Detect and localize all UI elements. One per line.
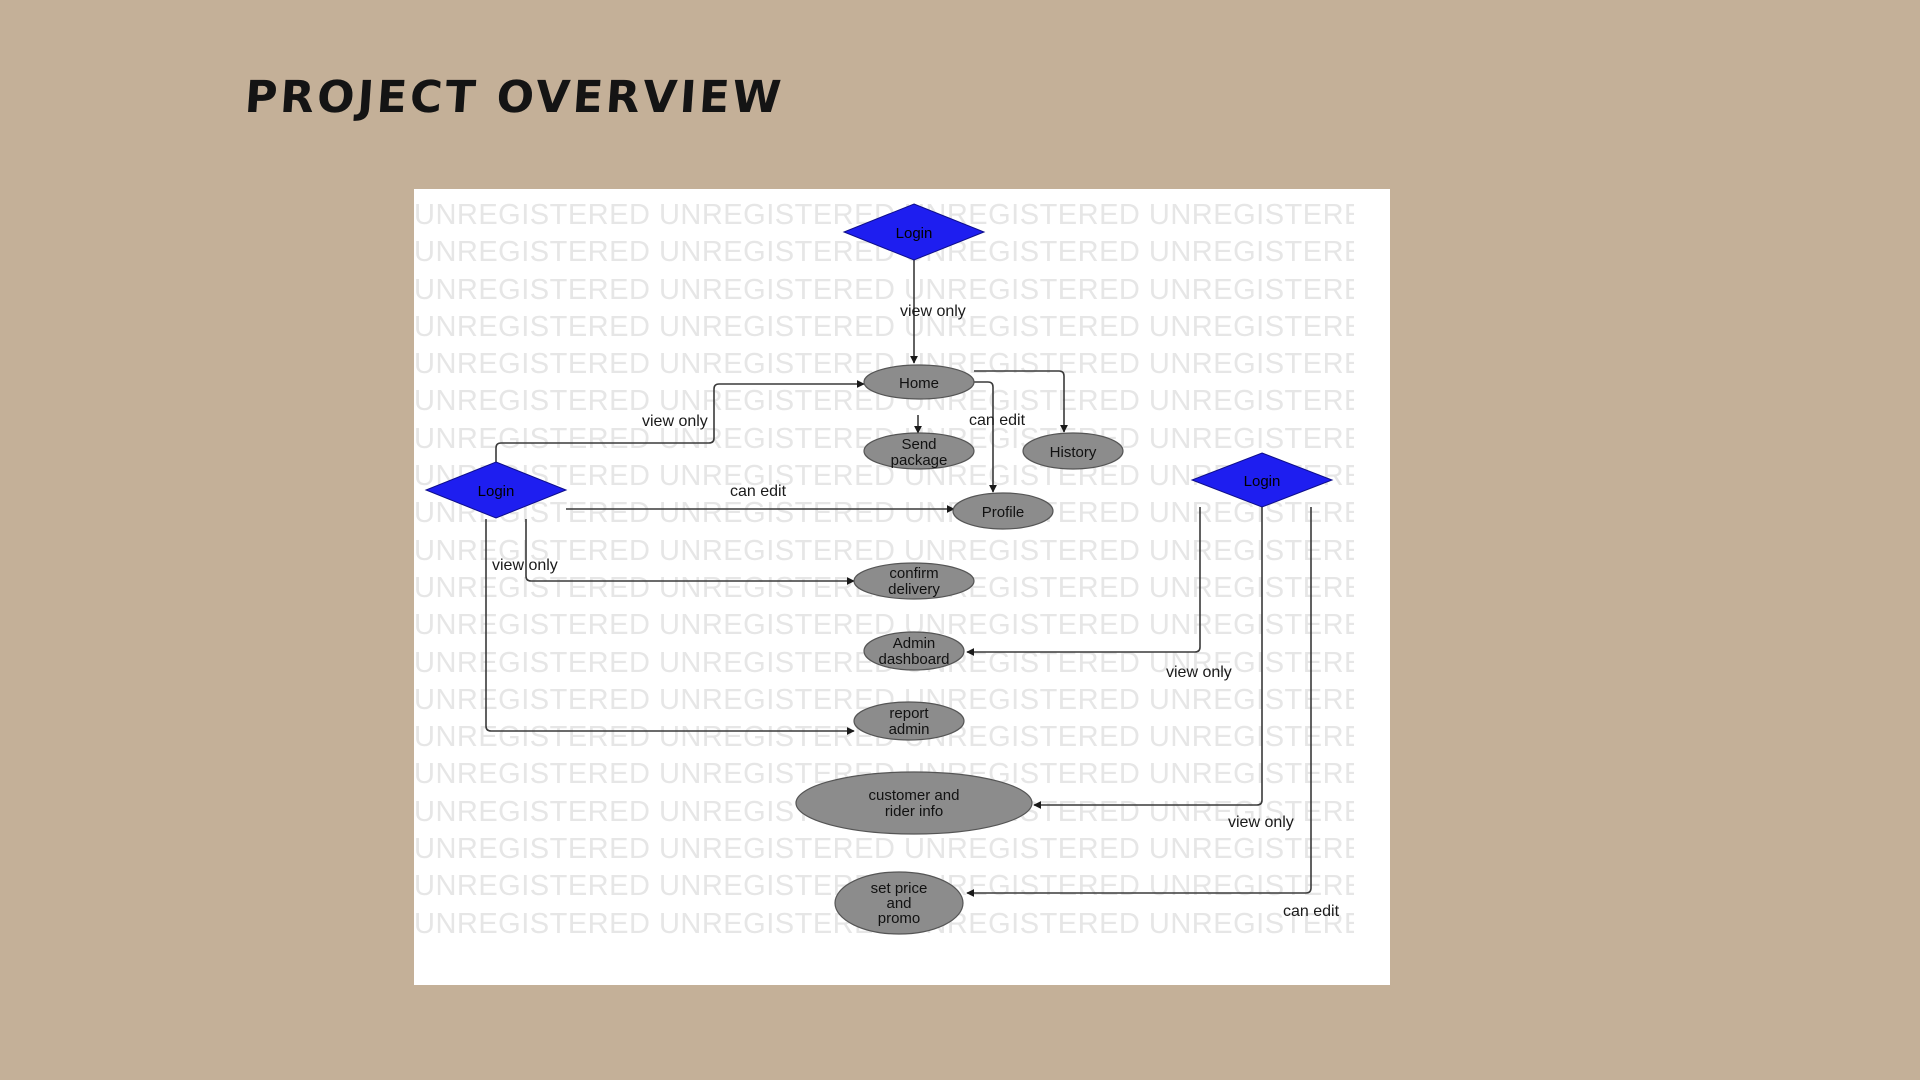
node-customer-rider-info[interactable]: customer and rider info: [795, 771, 1033, 835]
login-node-left-label: Login: [478, 483, 515, 500]
watermark-row: UNREGISTERED UNREGISTERED UNREGISTERED U…: [414, 497, 1354, 530]
watermark-row: UNREGISTERED UNREGISTERED UNREGISTERED U…: [414, 310, 1354, 343]
edge-left-to-confirm: [525, 519, 855, 585]
login-node-right[interactable]: Login: [1190, 452, 1334, 508]
node-set-price-promo-label-3: promo: [878, 910, 921, 927]
node-set-price-promo-label-2: and: [886, 895, 911, 912]
edge-home-to-profile: [974, 381, 997, 493]
label-left-to-confirm: view only: [492, 557, 558, 574]
node-profile[interactable]: Profile: [952, 492, 1054, 530]
node-confirm-delivery-shape: [853, 562, 975, 600]
node-admin-dashboard[interactable]: Admin dashboard: [863, 631, 965, 671]
label-right-to-admin: view only: [1166, 664, 1232, 681]
login-node-top-label: Login: [896, 225, 933, 242]
node-report-admin-shape: [853, 701, 965, 741]
node-set-price-promo-shape: [834, 871, 964, 935]
edge-home-to-history: [974, 370, 1068, 433]
node-report-admin-label-2: admin: [889, 721, 930, 738]
node-send-package-label-1: Send: [901, 436, 936, 453]
node-send-package[interactable]: Send package: [863, 432, 975, 470]
edge-left-to-home: [495, 380, 865, 462]
node-home[interactable]: Home: [863, 364, 975, 400]
label-left-to-home: view only: [642, 413, 708, 430]
label-left-to-profile: can edit: [730, 483, 787, 500]
node-confirm-delivery[interactable]: confirm delivery: [853, 562, 975, 600]
node-customer-rider-info-label-2: rider info: [885, 803, 943, 820]
node-send-package-shape: [863, 432, 975, 470]
watermark-row: UNREGISTERED UNREGISTERED UNREGISTERED U…: [414, 833, 1354, 866]
node-admin-dashboard-label-1: Admin: [893, 635, 936, 652]
slide-title: Project Overview: [243, 72, 786, 123]
node-admin-dashboard-shape: [863, 631, 965, 671]
edge-right-to-price: [966, 507, 1312, 897]
node-customer-rider-info-shape: [795, 771, 1033, 835]
node-home-shape: [863, 364, 975, 400]
node-admin-dashboard-label-2: dashboard: [879, 651, 950, 668]
node-set-price-promo-label-1: set price: [871, 880, 928, 897]
node-history-label: History: [1050, 444, 1097, 461]
label-right-to-price: can edit: [1283, 903, 1340, 920]
node-confirm-delivery-label-2: delivery: [888, 581, 940, 598]
node-send-package-label-2: package: [891, 452, 948, 469]
label-right-to-customer: view only: [1228, 814, 1294, 831]
edge-right-to-admin: [966, 507, 1201, 656]
node-report-admin[interactable]: report admin: [853, 701, 965, 741]
login-node-left[interactable]: Login: [424, 461, 568, 519]
edges: [485, 259, 1312, 897]
node-customer-rider-info-label-1: customer and: [869, 787, 960, 804]
login-diamond: [842, 203, 986, 261]
login-diamond: [424, 461, 568, 519]
node-history-shape: [1022, 432, 1124, 470]
edge-left-to-report: [485, 519, 855, 735]
diagram-panel: UNREGISTERED UNREGISTERED UNREGISTERED U…: [414, 189, 1390, 985]
label-home-to-profile: can edit: [969, 412, 1026, 429]
login-diamond: [1190, 452, 1334, 508]
login-node-top[interactable]: Login: [842, 203, 986, 261]
edge-right-to-customer: [1033, 507, 1263, 809]
node-set-price-promo[interactable]: set price and promo: [834, 871, 964, 935]
edge-labels: view only view only can edit can edit vi…: [492, 303, 1340, 920]
node-profile-label: Profile: [982, 504, 1025, 521]
flow-diagram: view only view only can edit can edit vi…: [424, 203, 1340, 935]
watermark-row: UNREGISTERED UNREGISTERED UNREGISTERED U…: [414, 273, 1354, 306]
watermark-row: UNREGISTERED UNREGISTERED UNREGISTERED U…: [414, 534, 1354, 567]
node-history[interactable]: History: [1022, 432, 1124, 470]
login-node-right-label: Login: [1244, 473, 1281, 490]
node-report-admin-label-1: report: [889, 705, 929, 722]
node-profile-shape: [952, 492, 1054, 530]
label-top-to-home: view only: [900, 303, 966, 320]
node-confirm-delivery-label-1: confirm: [889, 565, 938, 582]
node-home-label: Home: [899, 375, 939, 392]
